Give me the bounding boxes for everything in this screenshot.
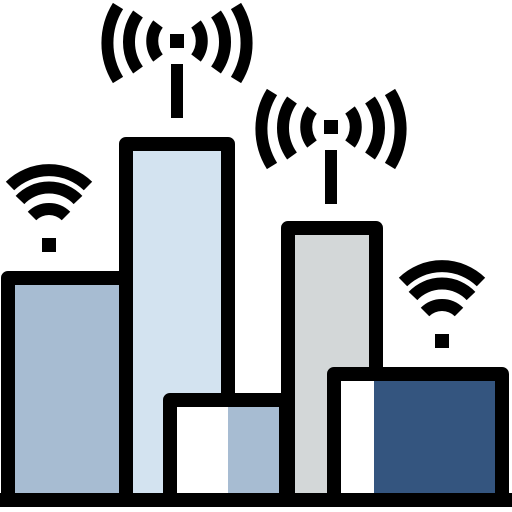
tall-tower-antenna-icon [101,2,253,118]
right-wifi-icon [398,260,486,348]
gray-tower-antenna-icon [255,88,407,204]
front-right-block [327,367,509,507]
left-wifi-icon [5,164,93,252]
front-middle-block [163,393,293,507]
left-building [1,271,135,507]
